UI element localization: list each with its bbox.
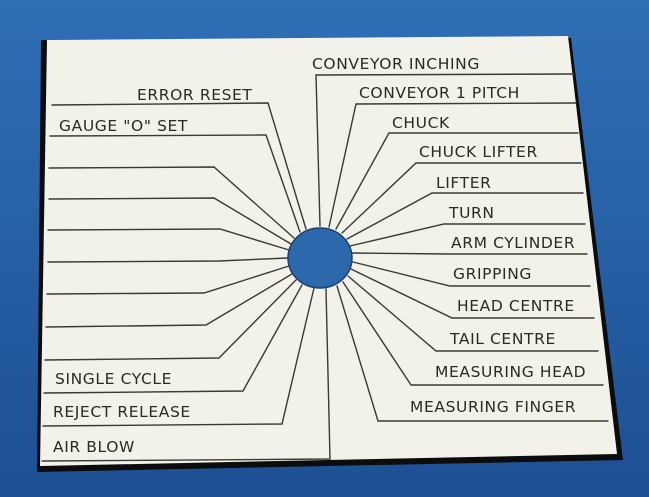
- label-gauge-o-set: GAUGE "O" SET: [59, 117, 188, 135]
- leader-line: [335, 132, 579, 230]
- leader-line: [351, 252, 588, 255]
- leader-lines: [41, 73, 609, 462]
- leader-line: [47, 257, 289, 263]
- label-tail-centre: TAIL CENTRE: [449, 330, 556, 348]
- leader-line: [43, 284, 303, 394]
- leader-line: [342, 281, 604, 386]
- label-conveyor-1-pitch: CONVEYOR 1 PITCH: [359, 84, 520, 102]
- leader-line: [347, 275, 599, 352]
- leader-line: [341, 162, 582, 234]
- label-chuck-lifter: CHUCK LIFTER: [419, 143, 538, 161]
- label-conveyor-inching: CONVEYOR INCHING: [312, 55, 480, 73]
- leader-line: [315, 73, 575, 227]
- leader-line: [46, 265, 290, 295]
- leader-line: [346, 192, 584, 240]
- leader-line: [42, 287, 315, 427]
- label-lifter: LIFTER: [436, 174, 491, 192]
- center-hole: [287, 227, 353, 289]
- label-air-blow: AIR BLOW: [53, 438, 135, 456]
- label-gripping: GRIPPING: [453, 265, 532, 283]
- leader-line: [328, 102, 577, 228]
- leader-line: [51, 102, 307, 230]
- leader-line: [41, 288, 331, 462]
- label-reject-release: REJECT RELEASE: [53, 403, 191, 421]
- label-head-centre: HEAD CENTRE: [457, 297, 575, 315]
- label-chuck: CHUCK: [392, 114, 450, 132]
- label-turn: TURN: [448, 204, 495, 222]
- leader-line: [336, 285, 609, 422]
- leader-line: [47, 228, 290, 251]
- leader-line: [44, 279, 297, 361]
- label-error-reset: ERROR RESET: [137, 86, 253, 104]
- leader-line: [352, 261, 591, 287]
- leader-line: [48, 197, 292, 245]
- leader-line: [349, 223, 586, 247]
- label-measuring-finger: MEASURING FINGER: [410, 398, 576, 416]
- leader-line: [350, 268, 595, 319]
- leader-line: [48, 166, 295, 239]
- label-measuring-head: MEASURING HEAD: [435, 363, 586, 381]
- leader-line: [49, 134, 301, 233]
- label-arm-cylinder: ARM CYLINDER: [451, 234, 575, 252]
- leader-line: [45, 273, 293, 328]
- label-single-cycle: SINGLE CYCLE: [55, 370, 172, 388]
